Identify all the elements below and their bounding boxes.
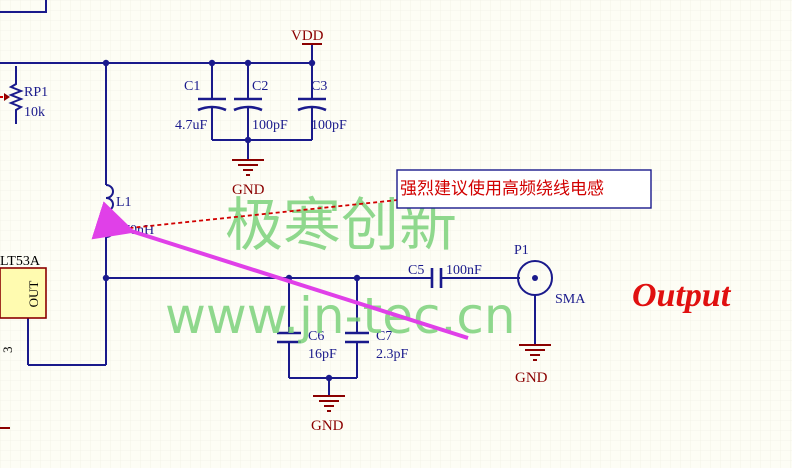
partial-frame (0, 0, 47, 13)
vdd-label: VDD (291, 28, 324, 44)
wires (0, 44, 536, 396)
capacitor-c6[interactable]: C6 16pF (277, 329, 337, 362)
sma-connector-p1[interactable]: P1 SMA (514, 243, 586, 307)
c6-ref: C6 (308, 329, 324, 344)
c6-value: 16pF (308, 347, 337, 362)
rp1-ref: RP1 (24, 85, 48, 100)
gnd-label-sma: GND (515, 370, 548, 386)
junction-dots (102, 59, 361, 382)
gnd-label-top: GND (232, 182, 265, 198)
c5-ref: C5 (408, 263, 424, 278)
wiper-arrow-icon (4, 93, 10, 101)
c2-ref: C2 (252, 79, 268, 94)
note-box: 强烈建议使用高频绕线电感 (396, 169, 652, 209)
c1-ref: C1 (184, 79, 200, 94)
capacitor-c3[interactable]: C3 100pF (297, 79, 347, 133)
p1-ref: P1 (514, 243, 529, 258)
p1-value: SMA (555, 292, 586, 307)
gnd-port-sma[interactable]: GND (515, 344, 551, 386)
capacitor-c2[interactable]: C2 100pF (233, 79, 288, 133)
chip-pin-number: 3 (0, 347, 15, 354)
c1-value: 4.7uF (175, 118, 208, 133)
c2-value: 100pF (252, 118, 288, 133)
gnd-port-bottom[interactable]: GND (311, 395, 345, 434)
potentiometer-rp1[interactable]: RP1 10k (0, 66, 48, 124)
c3-ref: C3 (311, 79, 327, 94)
l1-ref: L1 (116, 195, 132, 210)
c7-value: 2.3pF (376, 347, 409, 362)
gnd-port-top[interactable]: GND (232, 159, 265, 198)
pointer-arrow (91, 201, 469, 340)
c3-value: 100pF (311, 118, 347, 133)
chip-lt53a[interactable]: LT53A OUT 3 (0, 254, 47, 354)
c5-value: 100nF (446, 263, 482, 278)
chip-part-name: LT53A (0, 254, 41, 269)
capacitor-c5[interactable]: C5 100nF (408, 263, 482, 288)
rp1-value: 10k (24, 105, 45, 120)
capacitor-c7[interactable]: C7 2.3pF (345, 329, 409, 362)
vdd-power-port[interactable]: VDD (291, 28, 324, 45)
note-leader-line (129, 199, 399, 229)
c7-ref: C7 (376, 329, 392, 344)
capacitor-c1[interactable]: C1 4.7uF (175, 79, 227, 133)
chip-pin-label: OUT (26, 281, 41, 308)
gnd-label-bottom: GND (311, 418, 344, 434)
note-text: 强烈建议使用高频绕线电感 (400, 178, 604, 199)
output-label: Output (632, 277, 732, 314)
